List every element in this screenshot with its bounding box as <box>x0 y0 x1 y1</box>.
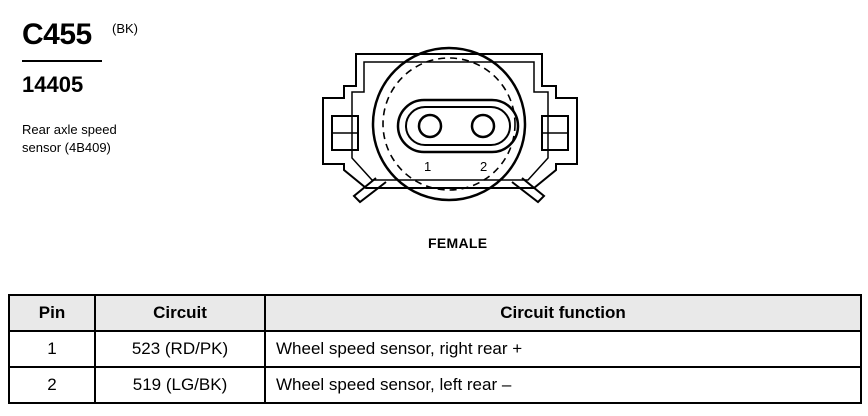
pin-2-hole <box>470 113 496 139</box>
housing-inner-line <box>351 61 549 181</box>
connector-face-diagram: 1 2 <box>322 46 578 204</box>
table-header-row: Pin Circuit Circuit function <box>8 294 862 332</box>
cell-circuit: 519 (LG/BK) <box>94 366 266 404</box>
cell-pin: 2 <box>8 366 96 404</box>
header-circuit-function: Circuit function <box>264 294 862 332</box>
connector-id: C455 <box>22 18 92 51</box>
terminal-cavity-inner <box>405 106 511 146</box>
description-line-1: Rear axle speed <box>22 122 117 137</box>
face-outer-circle <box>371 46 527 202</box>
face-dashed-circle <box>382 57 516 191</box>
connector-id-underline <box>22 60 102 62</box>
pin-2-label: 2 <box>480 159 487 174</box>
table-row: 2 519 (LG/BK) Wheel speed sensor, left r… <box>8 366 862 404</box>
pin-1-label: 1 <box>424 159 431 174</box>
part-number: 14405 <box>22 72 84 97</box>
cell-pin: 1 <box>8 330 96 368</box>
description-line-2: sensor (4B409) <box>22 140 111 155</box>
cell-circuit-function: Wheel speed sensor, right rear + <box>264 330 862 368</box>
cell-circuit: 523 (RD/PK) <box>94 330 266 368</box>
header-circuit: Circuit <box>94 294 266 332</box>
pin-1-hole <box>417 113 443 139</box>
view-label: FEMALE <box>428 235 488 251</box>
terminal-cavity-outer <box>396 98 520 154</box>
connector-color-code: (BK) <box>112 21 138 36</box>
cell-circuit-function: Wheel speed sensor, left rear – <box>264 366 862 404</box>
header-pin: Pin <box>8 294 96 332</box>
pin-table: Pin Circuit Circuit function 1 523 (RD/P… <box>8 294 862 404</box>
table-row: 1 523 (RD/PK) Wheel speed sensor, right … <box>8 330 862 368</box>
right-foot <box>511 177 546 204</box>
left-foot <box>352 177 387 204</box>
connector-description: Rear axle speed sensor (4B409) <box>22 121 162 157</box>
